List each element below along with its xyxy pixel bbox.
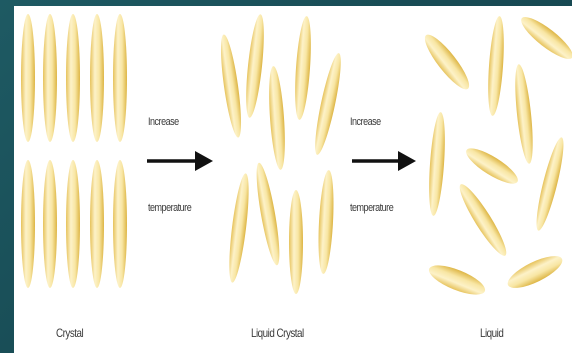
molecule — [310, 52, 345, 157]
molecule — [90, 14, 104, 142]
molecule — [425, 259, 488, 300]
molecule — [21, 160, 35, 288]
molecule — [532, 136, 569, 233]
molecule — [512, 64, 536, 165]
molecule — [419, 30, 475, 95]
arrow-1 — [147, 151, 213, 171]
molecule — [289, 190, 303, 294]
molecule — [113, 160, 127, 288]
arrow-2 — [352, 151, 416, 171]
diagram-panel: Increase temperature Increase temperatur… — [14, 6, 572, 353]
molecule — [252, 162, 284, 267]
molecule — [43, 160, 57, 288]
molecule — [316, 170, 335, 275]
arrow-1-label-line2: temperature — [148, 202, 191, 214]
molecule — [292, 16, 313, 121]
arrow-1-label-line1: Increase — [148, 116, 179, 128]
phase-label-liquid: Liquid — [480, 326, 503, 340]
molecule — [43, 14, 57, 142]
molecule — [66, 14, 80, 142]
phase-diagram — [14, 6, 572, 353]
molecule — [243, 14, 268, 119]
crystal-molecules — [21, 14, 127, 288]
molecule — [217, 34, 245, 139]
molecule — [504, 250, 567, 294]
arrow-2-label-line1: Increase — [350, 116, 381, 128]
arrow-2-label-line2: temperature — [350, 202, 393, 214]
molecule — [66, 160, 80, 288]
molecule — [21, 14, 35, 142]
liquid-crystal-molecules — [217, 14, 346, 294]
molecule — [266, 66, 287, 171]
phase-label-liquid-crystal: Liquid Crystal — [251, 326, 304, 340]
molecule — [462, 142, 522, 189]
molecule — [90, 160, 104, 288]
liquid-molecules — [419, 11, 572, 300]
molecule — [516, 11, 572, 65]
molecule — [454, 180, 512, 260]
molecule — [113, 14, 127, 142]
molecule — [225, 173, 252, 284]
phase-label-crystal: Crystal — [56, 326, 83, 340]
molecule — [486, 16, 507, 117]
molecule — [426, 112, 447, 217]
